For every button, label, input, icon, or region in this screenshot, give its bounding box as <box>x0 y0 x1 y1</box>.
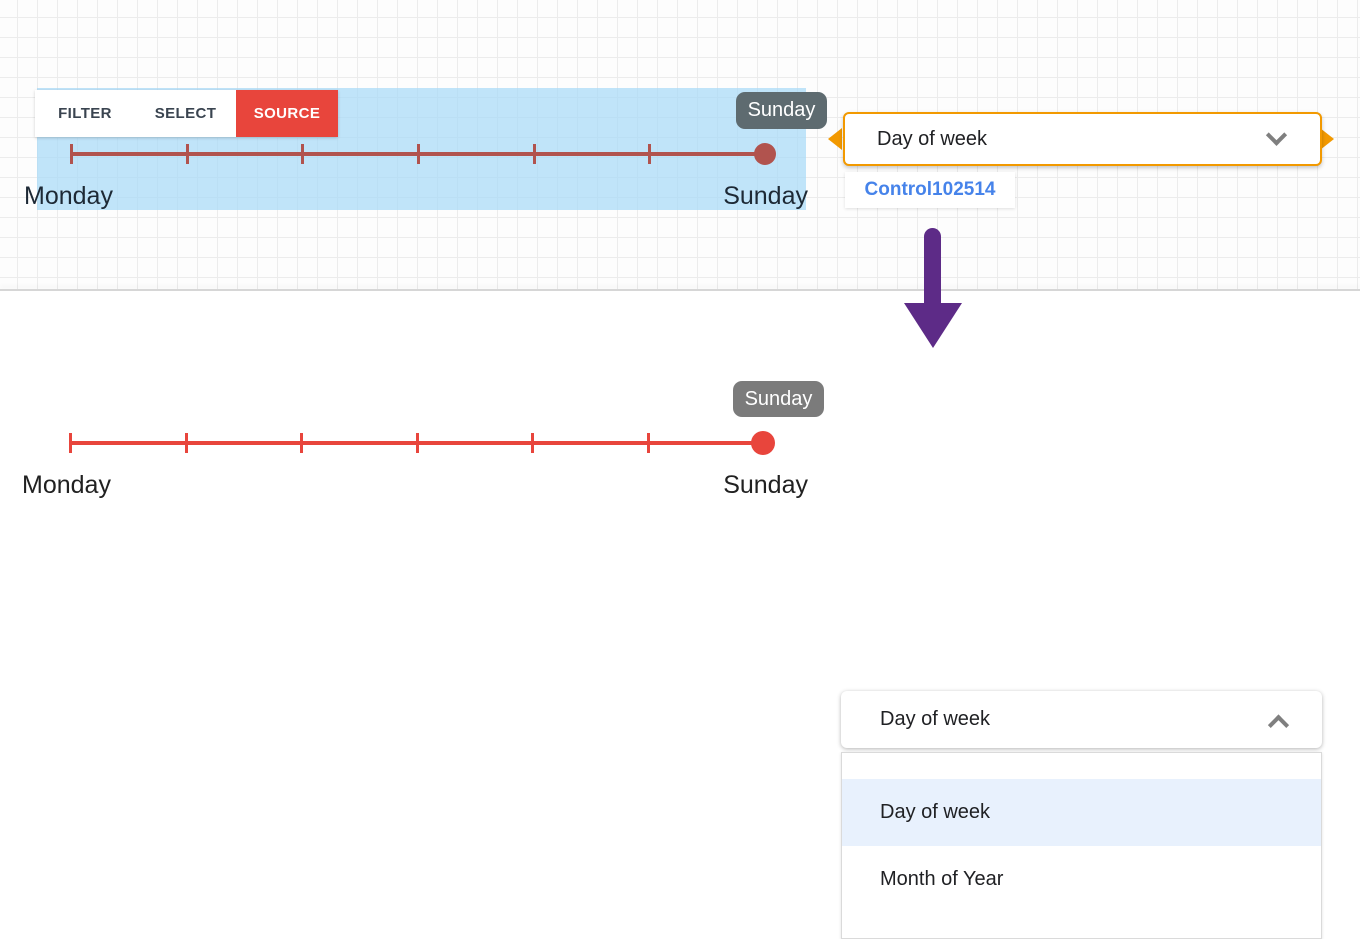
dropdown-menu-spacer <box>842 753 1321 779</box>
field-picker-dropdown[interactable]: Day of week <box>843 112 1322 166</box>
tab-source[interactable]: SOURCE <box>236 90 338 137</box>
preview-slider-max-label: Sunday <box>723 471 808 499</box>
preview-slider-min-label: Monday <box>22 471 111 499</box>
preview-canvas: Monday Sunday Sunday Day of week Day of … <box>0 291 1360 939</box>
resize-handle-right[interactable] <box>1320 128 1334 150</box>
tab-select[interactable]: SELECT <box>135 90 236 137</box>
dropdown-option-month-of-year[interactable]: Month of Year <box>880 868 1004 890</box>
preview-dropdown[interactable]: Day of week <box>841 691 1322 748</box>
slider-handle[interactable] <box>754 143 776 165</box>
field-picker-value: Day of week <box>877 127 988 150</box>
slider-min-label: Monday <box>24 182 113 210</box>
preview-slider-handle[interactable] <box>751 431 775 455</box>
component-tabbar: FILTER SELECT SOURCE <box>35 90 338 137</box>
resize-handle-left[interactable] <box>828 128 842 150</box>
section-divider <box>0 289 1360 291</box>
editor-canvas: FILTER SELECT SOURCE Monday Sunday Sunda… <box>0 0 1360 290</box>
tab-filter[interactable]: FILTER <box>35 90 135 137</box>
chevron-up-icon <box>1267 714 1290 736</box>
control-id-badge: Control102514 <box>845 172 1015 208</box>
chevron-down-icon <box>1265 124 1288 146</box>
dropdown-option-day-of-week[interactable]: Day of week <box>842 779 1321 846</box>
preview-slider-ticks <box>69 433 762 453</box>
slider-max-label: Sunday <box>723 182 808 210</box>
slider-value-tooltip: Sunday <box>736 92 827 129</box>
preview-dropdown-value: Day of week <box>880 708 991 730</box>
slider-ticks <box>70 144 764 164</box>
preview-slider-value-tooltip: Sunday <box>733 381 824 417</box>
preview-dropdown-menu: Day of week Month of Year <box>841 752 1322 939</box>
